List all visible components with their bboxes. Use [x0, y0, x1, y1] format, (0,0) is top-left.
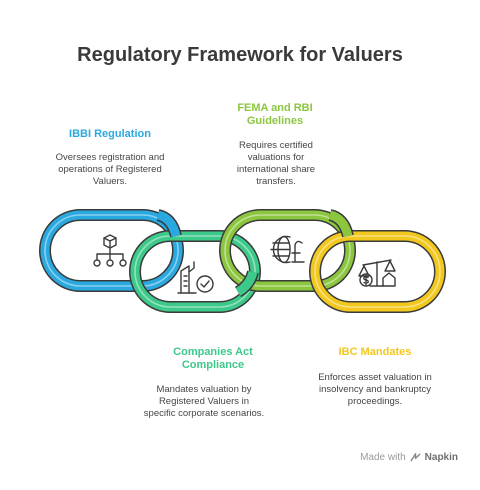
interlock-green-over-lime — [234, 270, 259, 298]
napkin-logo-icon — [409, 453, 421, 462]
ibbi-regulation-label: IBBI Regulation — [69, 128, 151, 140]
diagram-title: Regulatory Framework for Valuers — [77, 44, 403, 66]
organization-chart-icon — [93, 234, 127, 267]
globe-pound-icon — [270, 235, 305, 264]
companies-act-compliance-label: Companies Act Compliance — [173, 346, 253, 371]
scale-money-house-icon — [358, 259, 396, 287]
napkin-brand-text: Napkin — [424, 452, 458, 463]
chain-link-fema-rbi — [219, 209, 356, 292]
fema-rbi-guidelines-label: FEMA and RBI Guidelines — [237, 102, 313, 127]
fema-rbi-guidelines-description: Requires certified valuations for intern… — [236, 140, 316, 187]
companies-act-compliance-description: Mandates valuation by Registered Valuers… — [143, 384, 265, 419]
made-with-text: Made with — [360, 452, 406, 463]
interlock-lime-over-yellow — [328, 209, 354, 238]
made-with-napkin-footer: Made with Napkin — [360, 452, 458, 463]
ibbi-regulation-description: Oversees registration and operations of … — [55, 152, 165, 187]
ibc-mandates-label: IBC Mandates — [338, 346, 412, 358]
building-check-icon — [177, 261, 214, 294]
chain-link-ibbi — [39, 209, 184, 292]
ibc-mandates-description: Enforces asset valuation in insolvency a… — [318, 372, 432, 407]
interlock-blue-over-green — [156, 209, 182, 238]
chain-link-ibc — [309, 230, 446, 313]
chain-link-companies-act — [129, 230, 261, 313]
